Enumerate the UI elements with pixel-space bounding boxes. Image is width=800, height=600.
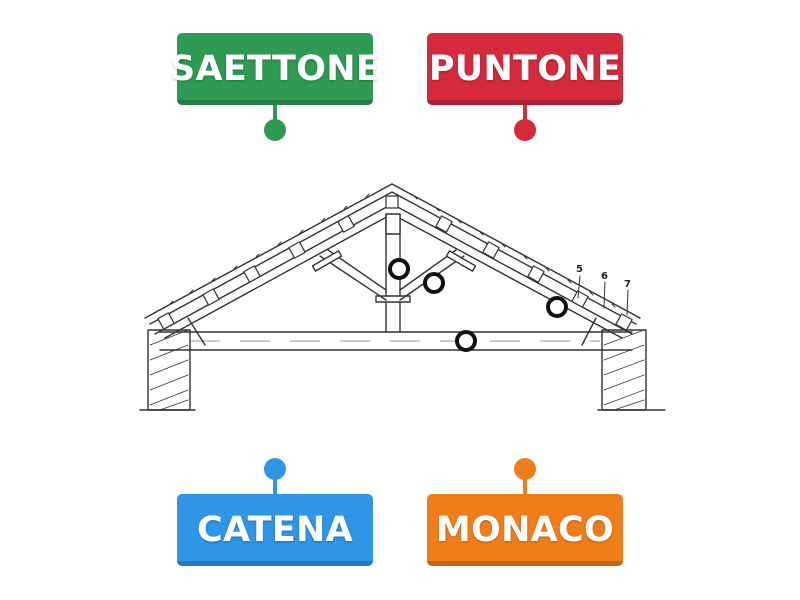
label-catena[interactable]: CATENA	[177, 494, 373, 566]
battens	[169, 193, 616, 308]
drop-target-king-post-top[interactable]	[388, 258, 410, 280]
label-monaco-text: MONACO	[435, 510, 615, 550]
label-puntone-stem	[523, 105, 527, 127]
left-wall	[139, 329, 196, 411]
label-monaco-stem	[523, 470, 527, 494]
label-catena-text: CATENA	[196, 510, 354, 550]
label-catena-pin[interactable]	[264, 458, 286, 480]
roof-covering	[144, 183, 641, 325]
label-monaco[interactable]: MONACO	[427, 494, 623, 566]
drop-target-strut[interactable]	[423, 272, 445, 294]
callout-number-6: 6	[601, 271, 608, 282]
label-puntone-pin[interactable]	[514, 119, 536, 141]
label-saettone-text: SAETTONE	[169, 49, 381, 89]
right-wall	[597, 329, 666, 411]
callout-number-5: 5	[576, 264, 583, 275]
label-saettone[interactable]: SAETTONE	[170, 33, 380, 105]
label-catena-stem	[273, 470, 277, 494]
label-saettone-pin[interactable]	[264, 119, 286, 141]
label-saettone-stem	[273, 105, 277, 127]
end-braces	[187, 317, 597, 346]
label-monaco-pin[interactable]	[514, 458, 536, 480]
king-post	[375, 213, 411, 333]
purlins	[157, 195, 633, 331]
tie-beam	[159, 331, 633, 351]
callout-number-7: 7	[624, 279, 631, 290]
drop-target-tie-beam[interactable]	[455, 330, 477, 352]
label-puntone-text: PUNTONE	[428, 49, 622, 89]
label-puntone[interactable]: PUNTONE	[427, 33, 623, 105]
drop-target-rafter[interactable]	[546, 296, 568, 318]
